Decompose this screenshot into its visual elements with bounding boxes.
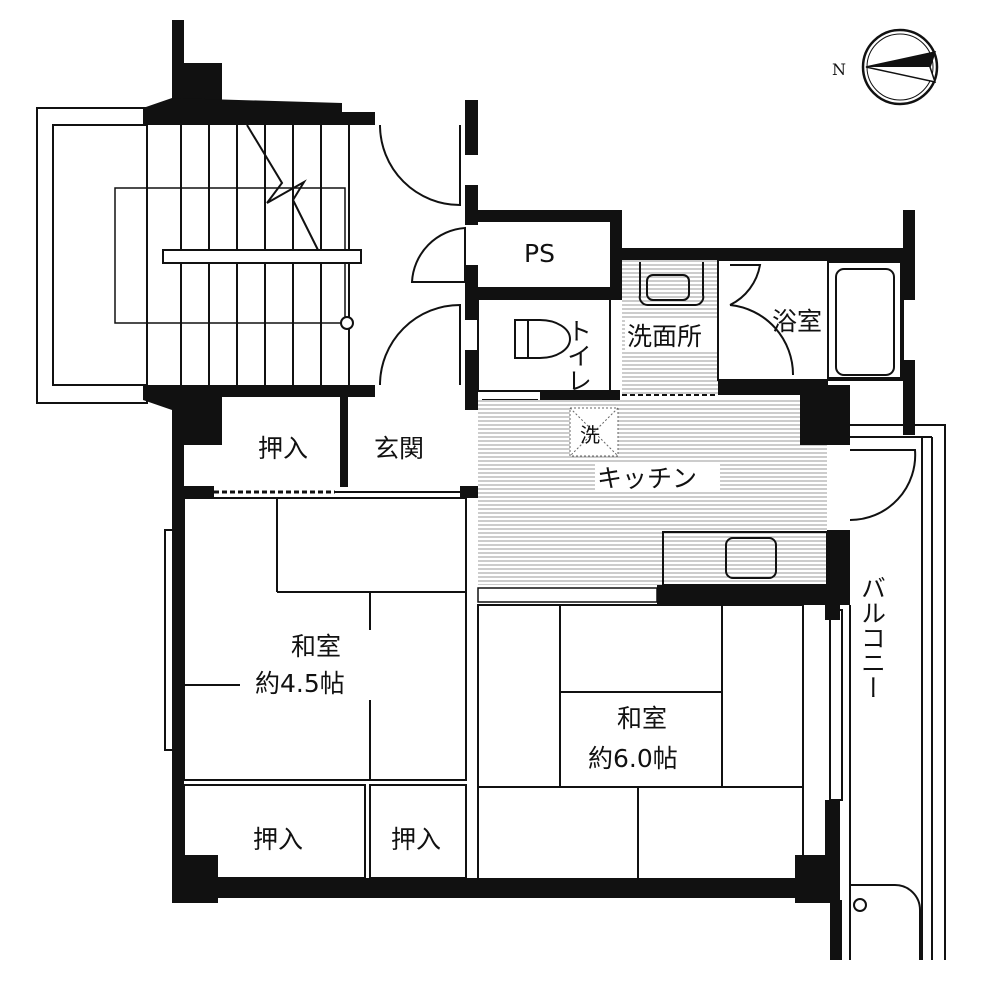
kitchen-label: キッチン bbox=[597, 464, 697, 493]
walls bbox=[143, 20, 915, 960]
sink-icon bbox=[638, 262, 705, 306]
closet-bottom-left-label: 押入 bbox=[253, 825, 303, 854]
stove-sink-icon bbox=[725, 537, 777, 579]
closet-bottom-left bbox=[183, 784, 366, 879]
washitsu-b-name: 和室 bbox=[617, 704, 667, 733]
ps-label: PS bbox=[524, 239, 555, 268]
washitsu-6-0 bbox=[477, 604, 843, 881]
bathroom bbox=[717, 259, 904, 381]
toilet-room bbox=[477, 298, 611, 392]
balcony-label: バルコニー bbox=[858, 575, 887, 700]
bathroom-label: 浴室 bbox=[772, 307, 822, 336]
toilet-label: トイレ bbox=[564, 318, 593, 393]
balcony bbox=[849, 424, 946, 960]
closet-bottom-mid-label: 押入 bbox=[391, 825, 441, 854]
closet-bottom-mid bbox=[369, 784, 467, 879]
north-label: N bbox=[832, 60, 846, 79]
closet-entrance-label: 押入 bbox=[258, 434, 308, 463]
washitsu-a-name: 和室 bbox=[291, 632, 341, 661]
compass-icon: N bbox=[832, 28, 939, 106]
washroom-label: 洗面所 bbox=[627, 322, 702, 351]
bathtub-icon bbox=[835, 268, 895, 376]
washer-label: 洗 bbox=[580, 423, 600, 447]
washitsu-b-size: 約6.0帖 bbox=[588, 744, 678, 773]
washitsu-a-size: 約4.5帖 bbox=[255, 669, 345, 698]
toilet-icon bbox=[514, 319, 571, 359]
kitchen-counter bbox=[662, 531, 828, 586]
entrance-label: 玄関 bbox=[374, 434, 424, 463]
kitchen-floor bbox=[478, 400, 800, 585]
stairwell bbox=[36, 107, 362, 404]
